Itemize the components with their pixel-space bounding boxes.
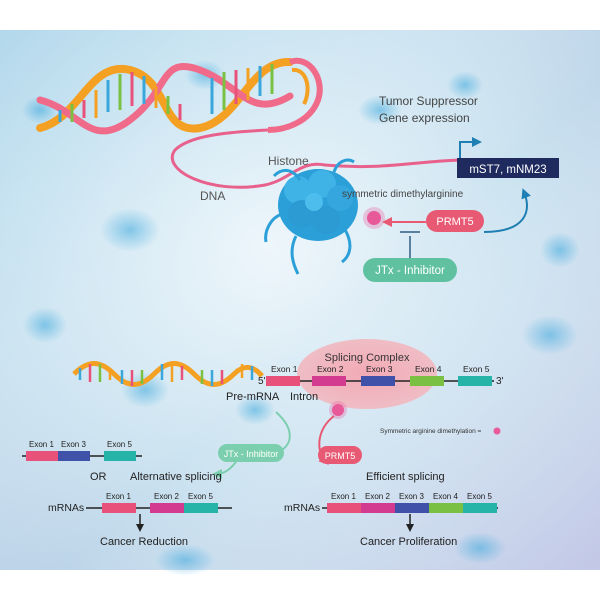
alt-top-exon-3-label: Exon 3 bbox=[61, 440, 86, 449]
sdma-label: symmetric dimethylarginine bbox=[342, 189, 464, 200]
pre-exon-1-label: Exon 1 bbox=[271, 364, 298, 374]
efficient-splicing-label: Efficient splicing bbox=[366, 471, 445, 483]
pre-exon-2 bbox=[312, 376, 346, 386]
eff-exon-2-label: Exon 2 bbox=[365, 492, 390, 501]
dna-label: DNA bbox=[200, 189, 225, 203]
inhibitor-label: JTx - Inhibitor bbox=[375, 265, 445, 277]
gene-box-label: mST7, mNM23 bbox=[469, 164, 546, 176]
inhibitor-pill bbox=[363, 258, 457, 282]
five-prime-label: 5' bbox=[258, 376, 266, 387]
three-prime-label: 3' bbox=[496, 376, 504, 387]
pre-exon-3 bbox=[361, 376, 395, 386]
splicing-complex-label: Splicing Complex bbox=[325, 352, 410, 364]
tumor-suppressor-line1: Tumor Suppressor bbox=[379, 94, 478, 108]
eff-exon-1 bbox=[327, 503, 361, 513]
gene-box bbox=[457, 158, 559, 178]
bottom-prmt5-pill bbox=[318, 446, 362, 464]
mrnas-left-label: mRNAs bbox=[48, 502, 84, 514]
histone-label: Histone bbox=[268, 154, 309, 168]
pre-exon-5 bbox=[458, 376, 492, 386]
alt-exon-2 bbox=[150, 503, 184, 513]
splicing-complex bbox=[297, 339, 437, 409]
alt-top-exon-1-label: Exon 1 bbox=[29, 440, 54, 449]
tumor-suppressor-line2: Gene expression bbox=[379, 111, 470, 125]
eff-exon-3 bbox=[395, 503, 429, 513]
eff-exon-5 bbox=[463, 503, 497, 513]
eff-exon-4-label: Exon 4 bbox=[433, 492, 458, 501]
alt-top-exon-5-label: Exon 5 bbox=[107, 440, 132, 449]
alt-exon-1-label: Exon 1 bbox=[106, 492, 131, 501]
intron-label: Intron bbox=[290, 391, 318, 403]
pre-mrna-exons bbox=[266, 376, 492, 386]
inhibitor-arrow-bottom bbox=[212, 461, 237, 479]
pre-mrna-label: Pre-mRNA bbox=[226, 391, 280, 403]
prmt5-pill bbox=[426, 210, 484, 232]
pre-exon-4-label: Exon 4 bbox=[415, 364, 442, 374]
background-overlay bbox=[0, 30, 600, 570]
pre-exon-1 bbox=[266, 376, 300, 386]
histone-complex bbox=[264, 158, 358, 275]
pre-exon-4 bbox=[410, 376, 444, 386]
eff-exon-1-label: Exon 1 bbox=[331, 492, 356, 501]
bottom-inhibitor-pill bbox=[218, 444, 284, 462]
chromatin-strand bbox=[171, 128, 461, 189]
dna-helix bbox=[36, 57, 323, 135]
activation-arrow bbox=[483, 188, 531, 233]
methylation-legend-text: Symmetric arginine dimethylation = bbox=[380, 428, 482, 435]
or-label: OR bbox=[90, 471, 107, 483]
mrnas-right-label: mRNAs bbox=[284, 502, 320, 514]
pre-mrna-strand bbox=[72, 361, 264, 387]
eff-exon-4 bbox=[429, 503, 463, 513]
eff-exon-3-label: Exon 3 bbox=[399, 492, 424, 501]
pre-exon-3-label: Exon 3 bbox=[366, 364, 393, 374]
expression-arrow bbox=[459, 137, 482, 160]
cancer-proliferation-label: Cancer Proliferation bbox=[360, 536, 457, 548]
prmt5-label: PRMT5 bbox=[436, 216, 473, 228]
alt-exon-1 bbox=[102, 503, 136, 513]
alt-top-exon-5 bbox=[104, 451, 136, 461]
bottom-prmt5-label: PRMT5 bbox=[325, 451, 356, 461]
eff-exon-5-label: Exon 5 bbox=[467, 492, 492, 501]
alt-exon-2-label: Exon 2 bbox=[154, 492, 179, 501]
alt-top-exon-1 bbox=[26, 451, 58, 461]
methylation-legend-dot bbox=[493, 427, 501, 435]
alternative-splicing-label: Alternative splicing bbox=[130, 471, 222, 483]
alt-exon-5-label: Exon 5 bbox=[188, 492, 213, 501]
alt-exon-5 bbox=[184, 503, 218, 513]
alt-top-exon-3 bbox=[58, 451, 90, 461]
sdma-dot bbox=[367, 211, 381, 225]
bottom-inhibitor-label: JTx - Inhibitor bbox=[224, 449, 279, 459]
pre-exon-5-label: Exon 5 bbox=[463, 364, 490, 374]
splicing-methyl-dot bbox=[332, 404, 344, 416]
pre-exon-2-label: Exon 2 bbox=[317, 364, 344, 374]
eff-exon-2 bbox=[361, 503, 395, 513]
cancer-reduction-label: Cancer Reduction bbox=[100, 536, 188, 548]
